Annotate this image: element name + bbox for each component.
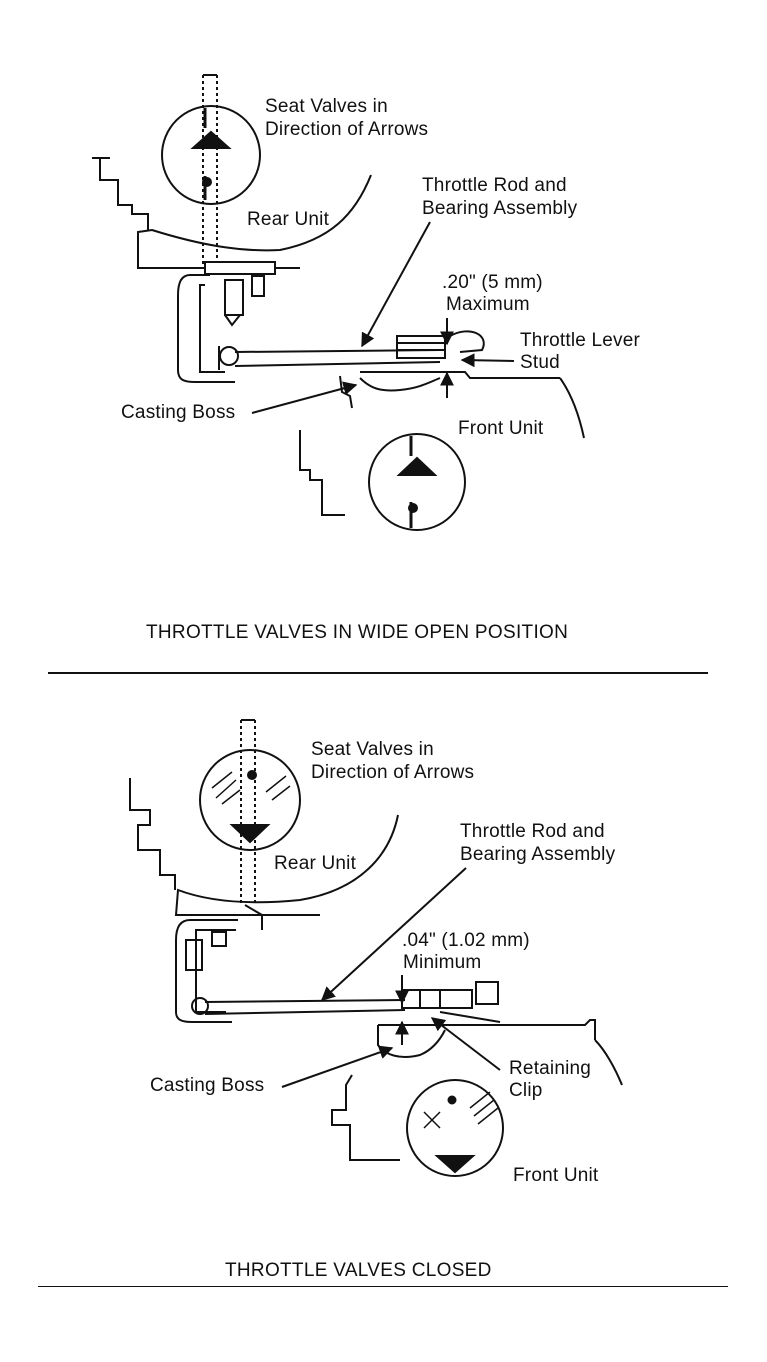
bottom-throttle-rod-arrow <box>320 867 467 1001</box>
top-clearance-label-line2: Maximum <box>446 294 530 315</box>
bottom-mounting-bracket <box>175 904 263 1023</box>
bottom-rule <box>38 1286 728 1287</box>
top-clearance-label-line1: .20" (5 mm) <box>442 272 543 293</box>
top-lever-stud-arrow <box>460 353 515 368</box>
bottom-diagram-caption: THROTTLE VALVES CLOSED <box>225 1260 492 1281</box>
bottom-rear-unit-body <box>129 778 399 916</box>
top-leader-lines <box>251 221 515 414</box>
top-mounting-bracket <box>177 261 276 383</box>
top-seat-valves-label-line1: Seat Valves in <box>265 96 388 117</box>
bottom-seat-valves-label-line1: Seat Valves in <box>311 739 434 760</box>
bottom-throttle-rod <box>191 997 406 1015</box>
bottom-retaining-clip-label-line2: Clip <box>509 1080 543 1101</box>
bottom-throttle-rod-label-line1: Throttle Rod and <box>460 821 605 842</box>
top-throttle-rod-label-line1: Throttle Rod and <box>422 175 567 196</box>
top-rear-unit-label: Rear Unit <box>247 209 330 230</box>
bottom-rear-unit-label: Rear Unit <box>274 853 357 874</box>
top-throttle-lever-label-line2: Stud <box>520 352 560 373</box>
top-diagram-caption: THROTTLE VALVES IN WIDE OPEN POSITION <box>146 622 569 643</box>
bottom-seat-valves-label-line2: Direction of Arrows <box>311 762 475 783</box>
top-throttle-rod-arrow <box>361 221 431 348</box>
section-divider <box>48 672 708 674</box>
bottom-retaining-clip-label-line1: Retaining <box>509 1058 592 1079</box>
bottom-rear-valve-circle <box>199 749 301 851</box>
bottom-throttle-lever-assembly <box>378 981 623 1086</box>
bottom-front-valve-circle <box>406 1079 504 1177</box>
top-throttle-rod-label-line2: Bearing Assembly <box>422 198 578 219</box>
top-throttle-lever-label-line1: Throttle Lever <box>520 330 641 351</box>
bottom-throttle-shaft <box>240 719 256 905</box>
top-assembly-drawing <box>92 74 585 531</box>
bottom-front-unit-body <box>331 1025 446 1161</box>
top-throttle-shaft <box>202 74 218 265</box>
top-seat-valves-label-line2: Direction of Arrows <box>265 119 429 140</box>
top-casting-boss-label: Casting Boss <box>121 402 236 423</box>
top-front-valve-circle <box>368 433 466 531</box>
bottom-clearance-label-line2: Minimum <box>403 952 482 973</box>
bottom-throttle-rod-label-line2: Bearing Assembly <box>460 844 616 865</box>
bottom-casting-boss-arrow <box>281 1045 394 1088</box>
top-front-unit-label: Front Unit <box>458 418 544 439</box>
top-throttle-lever-assembly <box>360 330 585 439</box>
top-casting-boss-arrow <box>251 381 358 414</box>
top-rear-unit-body <box>92 157 372 269</box>
top-rear-valve-circle <box>161 105 261 205</box>
bottom-leader-lines <box>281 867 501 1088</box>
bottom-retaining-clip-arrow <box>430 1017 501 1071</box>
bottom-clearance-label-line1: .04" (1.02 mm) <box>402 930 530 951</box>
bottom-front-unit-label: Front Unit <box>513 1165 599 1186</box>
bottom-assembly-drawing <box>129 719 623 1177</box>
bottom-casting-boss-label: Casting Boss <box>150 1075 265 1096</box>
